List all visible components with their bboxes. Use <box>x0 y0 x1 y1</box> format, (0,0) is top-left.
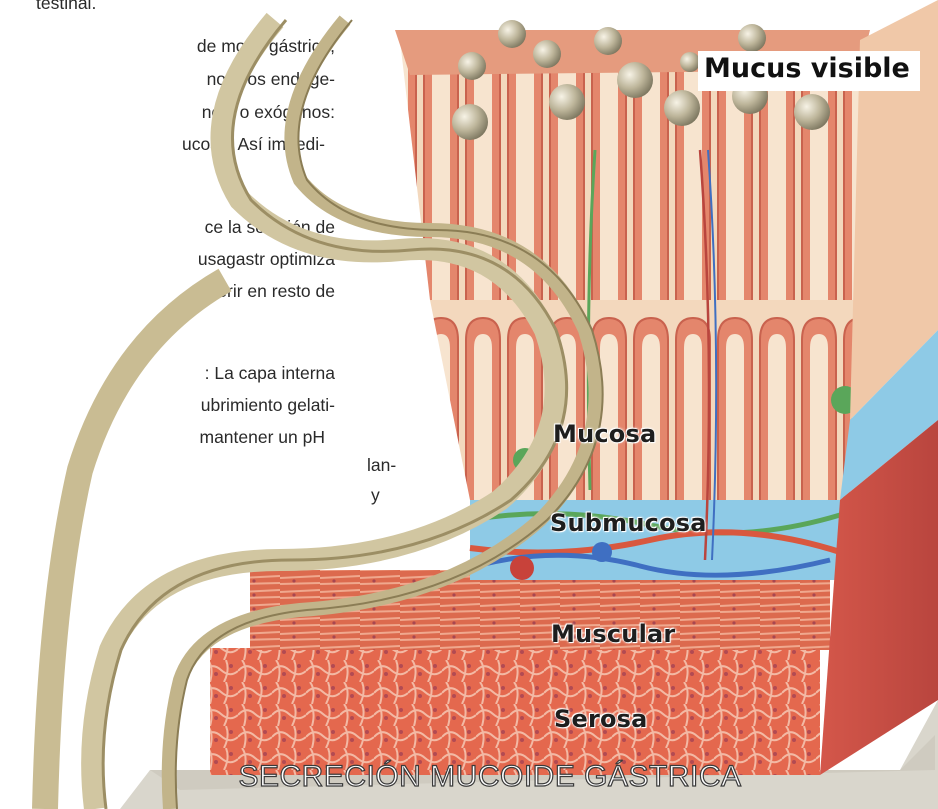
label-submucosa: Submucosa <box>550 509 707 537</box>
label-serosa: Serosa <box>554 705 648 733</box>
label-muscular: Muscular <box>551 620 675 648</box>
label-mucosa: Mucosa <box>553 420 656 448</box>
mucus-bead <box>617 62 653 98</box>
mucus-bead <box>458 52 486 80</box>
serosa-layer <box>210 648 820 775</box>
mucus-bead <box>680 52 700 72</box>
mucus-bead <box>738 24 766 52</box>
illustration-caption: SECRECIÓN MUCOIDE GÁSTRICA <box>190 760 790 794</box>
mucus-bead <box>794 94 830 130</box>
mucus-bead <box>452 104 488 140</box>
mucus-visible-label: Mucus visible <box>704 53 910 84</box>
mucus-bead <box>664 90 700 126</box>
mucus-bead <box>498 20 526 48</box>
mucus-bead <box>533 40 561 68</box>
mucus-bead <box>549 84 585 120</box>
mucus-bead <box>594 27 622 55</box>
